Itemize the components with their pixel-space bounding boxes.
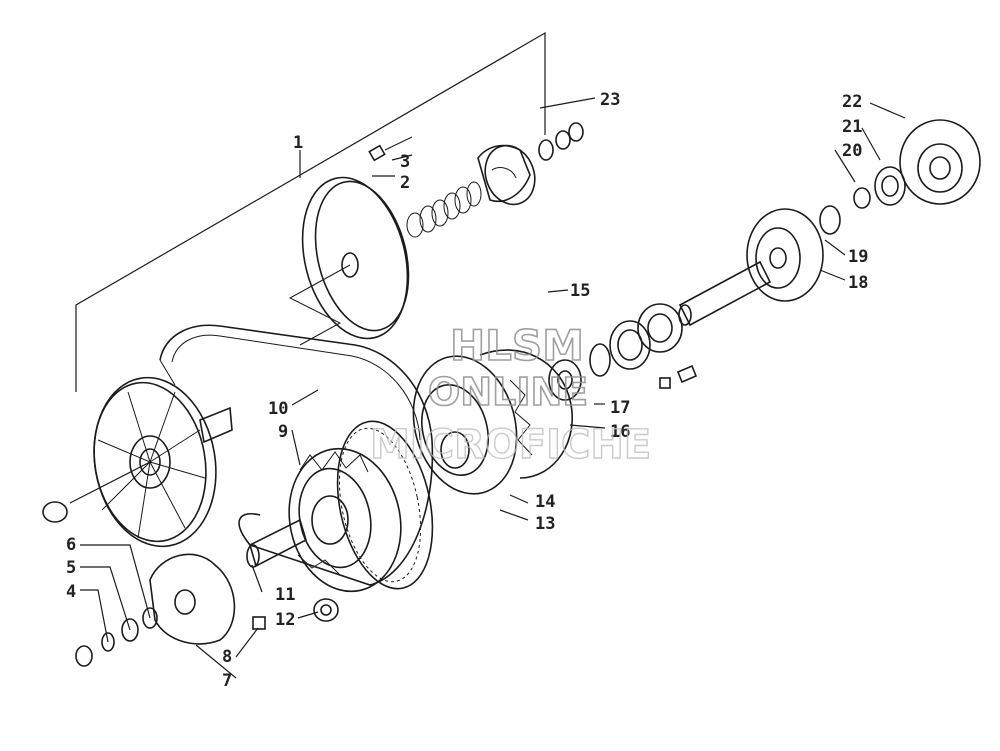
callout-18: 18 (848, 273, 868, 293)
part-2-3-screw (368, 136, 413, 162)
clutch-spider (477, 144, 536, 206)
callout-11: 11 (275, 585, 295, 605)
callout-10: 10 (268, 399, 288, 419)
drive-belt (159, 324, 434, 586)
part-7-fan (149, 553, 266, 645)
callout-5: 5 (66, 558, 76, 578)
callout-1: 1 (293, 133, 303, 153)
watermark-line-2: ONLINE (428, 370, 588, 414)
callout-14: 14 (535, 492, 555, 512)
main-bearing (609, 303, 683, 370)
callout-9: 9 (278, 422, 288, 442)
watermark-line-3: MICROFICHE (370, 422, 651, 468)
toothed-ring (336, 420, 434, 590)
callout-8: 8 (222, 647, 232, 667)
callout-16: 16 (610, 422, 630, 442)
callout-20: 20 (842, 141, 862, 161)
part-16-17-bearing (548, 343, 611, 401)
callout-15: 15 (570, 281, 590, 301)
callout-labels: 1 2 3 4 5 6 7 8 9 10 11 12 13 14 15 16 1… (66, 90, 868, 691)
driven-sheave-wheel (69, 376, 217, 548)
leader-lines (80, 97, 906, 679)
callout-22: 22 (842, 92, 862, 112)
assembly-bracket (75, 31, 546, 392)
callout-12: 12 (275, 610, 295, 630)
parts-4-5-6-washers (42, 501, 158, 667)
callout-19: 19 (848, 247, 868, 267)
part-12-nut (313, 598, 339, 622)
callout-6: 6 (66, 535, 76, 555)
part-23-rings (538, 122, 584, 161)
callout-21: 21 (842, 117, 862, 137)
callout-2: 2 (400, 173, 410, 193)
primary-clutch-body (412, 349, 573, 495)
part-20-21-bearing (853, 166, 906, 209)
drive-sheave-disc (288, 176, 410, 346)
shaft (199, 406, 307, 568)
small-bolts (659, 364, 698, 389)
callout-7: 7 (222, 671, 232, 691)
part-19-ring (819, 205, 841, 235)
watermark: HLSM ONLINE MICROFICHE (369, 320, 652, 469)
clutch-spring (406, 181, 482, 238)
part-22-housing (899, 119, 981, 205)
callout-4: 4 (66, 582, 76, 602)
driven-clutch (288, 447, 402, 593)
callout-13: 13 (535, 514, 555, 534)
watermark-line-1: HLSM (450, 321, 584, 370)
callout-23: 23 (600, 90, 620, 110)
callout-17: 17 (610, 398, 630, 418)
output-shaft (678, 208, 824, 327)
callout-3: 3 (400, 152, 410, 172)
